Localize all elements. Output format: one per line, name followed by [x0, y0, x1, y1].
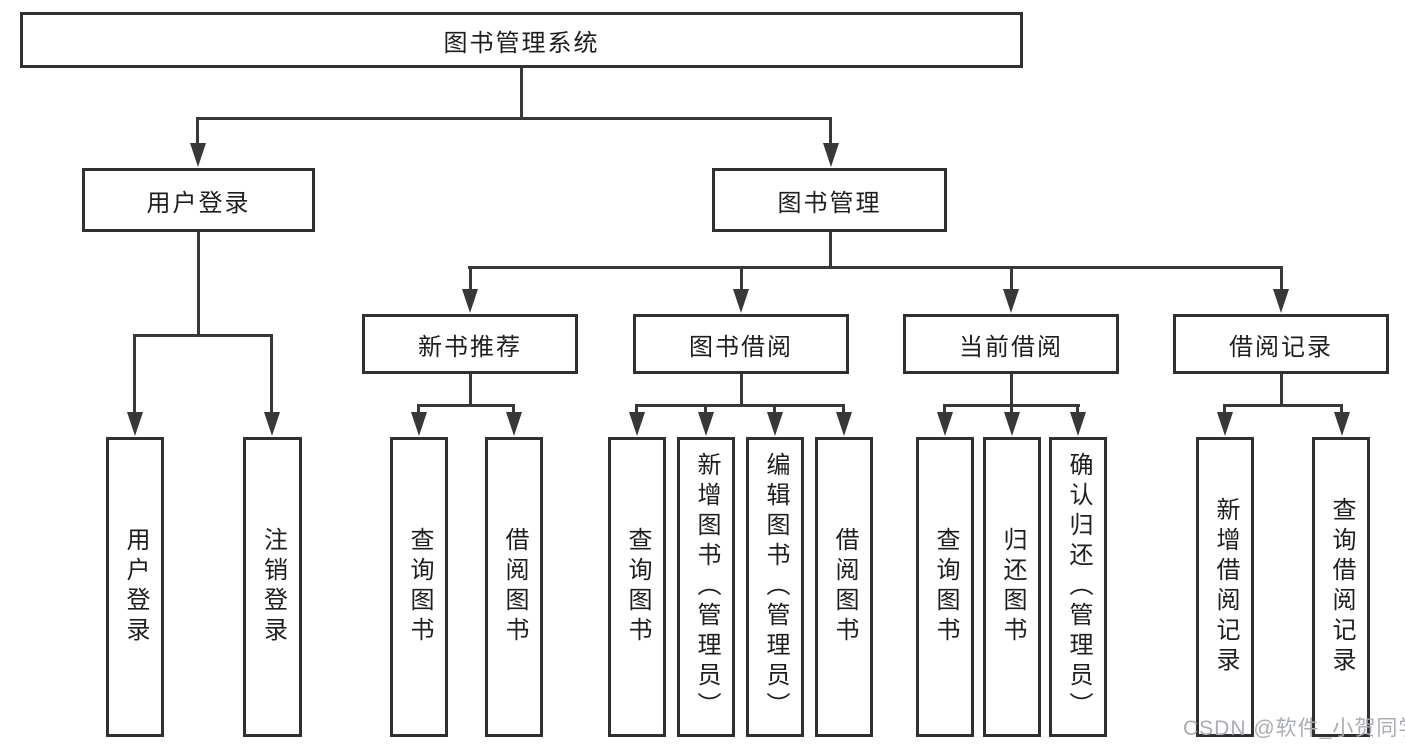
- leaf-br-query-record: 查询借阅记录: [1312, 437, 1370, 737]
- leaf-cb-query-book: 查询图书: [916, 437, 974, 737]
- arrowhead-down-icon: [411, 412, 427, 436]
- connector-line: [829, 232, 832, 269]
- connector-line: [1223, 404, 1343, 407]
- connector-line: [1076, 406, 1079, 414]
- arrowhead-down-icon: [767, 412, 783, 436]
- connector-line: [1223, 406, 1226, 414]
- node-user-login: 用户登录: [82, 168, 315, 232]
- arrowhead-down-icon: [127, 412, 143, 436]
- node-new-book-recommend: 新书推荐: [362, 314, 578, 374]
- connector-line: [469, 268, 472, 291]
- leaf-cb-confirm-return-admin: 确认归还（管理员）: [1049, 437, 1107, 737]
- node-book-borrow: 图书借阅: [633, 314, 849, 374]
- arrowhead-down-icon: [264, 412, 280, 436]
- connector-line: [417, 404, 515, 407]
- arrowhead-down-icon: [190, 143, 206, 167]
- arrowhead-down-icon: [1003, 289, 1019, 313]
- arrowhead-down-icon: [1273, 289, 1289, 313]
- leaf-br-add-record: 新增借阅记录: [1196, 437, 1254, 737]
- arrowhead-down-icon: [1070, 412, 1086, 436]
- connector-line: [635, 406, 638, 414]
- arrowhead-down-icon: [937, 412, 953, 436]
- connector-line: [133, 336, 136, 414]
- connector-line: [773, 406, 776, 414]
- leaf-nb-query-book: 查询图书: [390, 437, 448, 737]
- arrowhead-down-icon: [462, 289, 478, 313]
- node-book-management: 图书管理: [712, 168, 947, 232]
- connector-line: [1010, 406, 1013, 414]
- connector-line: [196, 117, 832, 120]
- arrowhead-down-icon: [836, 412, 852, 436]
- leaf-nb-borrow-book: 借阅图书: [485, 437, 543, 737]
- connector-line: [704, 406, 707, 414]
- node-borrow-record: 借阅记录: [1173, 314, 1389, 374]
- connector-line: [943, 404, 1080, 407]
- connector-line: [468, 266, 1283, 269]
- connector-line: [1010, 268, 1013, 291]
- connector-line: [829, 117, 832, 146]
- connector-line: [1010, 373, 1013, 406]
- leaf-user-login: 用户登录: [106, 437, 164, 737]
- arrowhead-down-icon: [506, 412, 522, 436]
- arrowhead-down-icon: [733, 289, 749, 313]
- connector-line: [842, 406, 845, 414]
- leaf-bb-edit-book-admin: 编辑图书（管理员）: [746, 437, 804, 737]
- arrowhead-down-icon: [1334, 412, 1350, 436]
- connector-line: [1280, 268, 1283, 291]
- connector-line: [196, 117, 199, 146]
- arrowhead-down-icon: [823, 143, 839, 167]
- connector-line: [133, 334, 273, 337]
- arrowhead-down-icon: [629, 412, 645, 436]
- leaf-logout: 注销登录: [243, 437, 302, 737]
- arrowhead-down-icon: [1217, 412, 1233, 436]
- leaf-bb-borrow-book: 借阅图书: [815, 437, 873, 737]
- connector-line: [635, 404, 845, 407]
- connector-line: [417, 406, 420, 414]
- arrowhead-down-icon: [1004, 412, 1020, 436]
- connector-line: [1340, 406, 1343, 414]
- watermark: CSDN @软件_小贺同学: [1183, 717, 1405, 740]
- connector-line: [1280, 373, 1283, 406]
- node-root: 图书管理系统: [20, 12, 1023, 68]
- connector-line: [270, 336, 273, 414]
- leaf-bb-add-book-admin: 新增图书（管理员）: [677, 437, 735, 737]
- leaf-cb-return-book: 归还图书: [983, 437, 1041, 737]
- connector-line: [520, 68, 523, 120]
- arrowhead-down-icon: [698, 412, 714, 436]
- connector-line: [740, 268, 743, 291]
- connector-line: [512, 406, 515, 414]
- connector-line: [943, 406, 946, 414]
- leaf-bb-query-book: 查询图书: [608, 437, 666, 737]
- connector-line: [197, 232, 200, 337]
- connector-line: [469, 373, 472, 406]
- connector-line: [740, 373, 743, 406]
- node-current-borrow: 当前借阅: [903, 314, 1119, 374]
